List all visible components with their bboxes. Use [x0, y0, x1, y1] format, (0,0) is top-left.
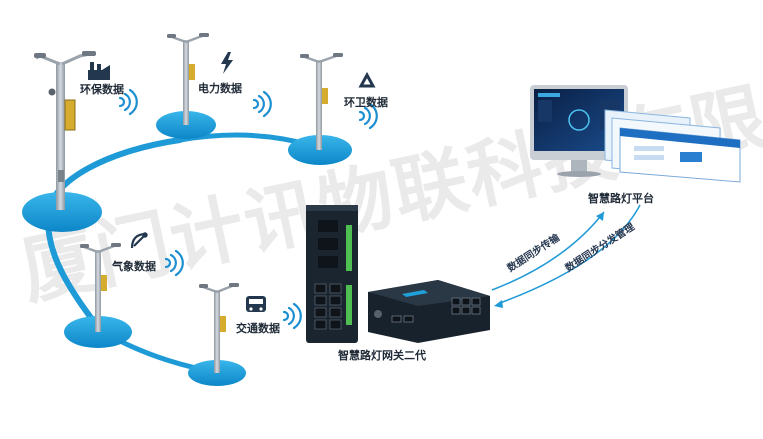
lightning-icon	[221, 52, 233, 74]
sync-transfer-label: 数据同步传输	[505, 230, 563, 274]
base-disc-main	[22, 192, 102, 232]
sync-arrow-up-head	[596, 212, 604, 221]
streetlight-main	[34, 51, 96, 210]
sanitation-data-label: 环卫数据	[344, 96, 388, 109]
weather-data-label: 气象数据	[112, 260, 156, 273]
sync-arrow-down-head	[494, 300, 503, 308]
streetlight-weather	[80, 243, 121, 332]
power-data-label: 电力数据	[198, 82, 242, 95]
platform-label: 智慧路灯平台	[588, 192, 654, 205]
traffic-data-label: 交通数据	[236, 322, 280, 335]
gateway-device-tall	[306, 205, 358, 343]
platform-monitor	[530, 85, 741, 183]
streetlight-traffic	[199, 283, 239, 373]
sync-manage-label: 数据同步分发管理	[563, 220, 637, 274]
wifi-signal-icon	[118, 88, 378, 330]
gateway-label: 智慧路灯网关二代	[338, 349, 426, 362]
sync-arrow-up	[491, 211, 605, 291]
recycle-icon	[358, 71, 376, 88]
bus-icon	[246, 296, 266, 312]
satellite-dish-icon	[130, 232, 148, 249]
factory-icon	[88, 62, 110, 80]
streetlight-sanitation	[300, 53, 343, 150]
gateway-device-flat	[368, 280, 490, 343]
network-arc	[44, 137, 183, 333]
streetlight-power	[167, 33, 209, 125]
sync-arrow-down	[499, 204, 641, 304]
env-data-label: 环保数据	[80, 83, 124, 96]
